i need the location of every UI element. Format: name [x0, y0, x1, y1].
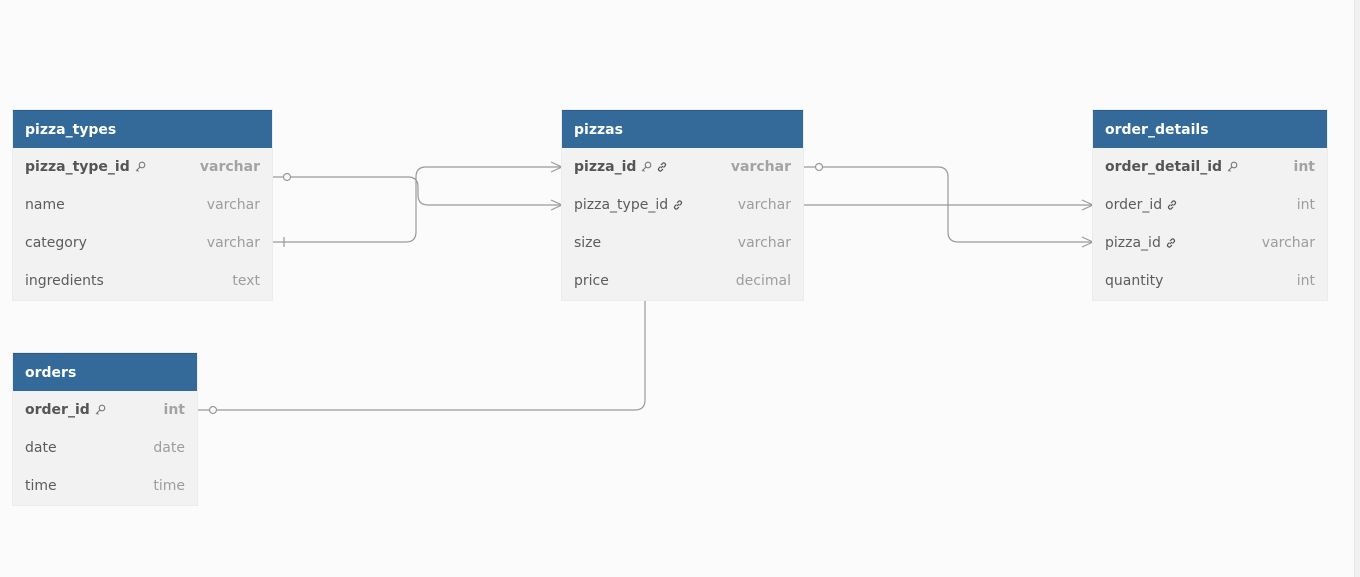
table-pizza-types[interactable]: pizza_types pizza_type_id varchar name v… — [13, 110, 272, 300]
column-name: time — [25, 478, 57, 494]
column-type: varchar — [730, 159, 791, 175]
relation-orders-to-pizzas — [198, 299, 646, 415]
table-header[interactable]: order_details — [1093, 110, 1327, 148]
column-type: varchar — [206, 235, 260, 251]
column-name: ingredients — [25, 273, 104, 289]
column-type: varchar — [206, 197, 260, 213]
table-row[interactable]: date date — [13, 429, 197, 467]
table-row[interactable]: order_id int — [13, 391, 197, 429]
column-name: pizza_type_id — [574, 197, 669, 213]
column-name: name — [25, 197, 65, 213]
table-pizzas[interactable]: pizzas pizza_id varchar pizza_type_id va… — [562, 110, 803, 300]
column-type: int — [163, 402, 185, 418]
table-row[interactable]: pizza_id varchar — [562, 148, 803, 186]
column-type: decimal — [735, 273, 791, 289]
column-type: varchar — [737, 197, 791, 213]
link-icon — [1166, 199, 1178, 211]
column-type: varchar — [737, 235, 791, 251]
table-row[interactable]: price decimal — [562, 262, 803, 300]
column-name: quantity — [1105, 273, 1164, 289]
column-type: time — [153, 478, 185, 494]
relation-category-to-pizzas — [272, 161, 563, 247]
link-icon — [1165, 237, 1177, 249]
table-row[interactable]: pizza_type_id varchar — [13, 148, 272, 186]
key-icon — [1226, 161, 1238, 173]
table-header[interactable]: pizzas — [562, 110, 803, 148]
column-type: date — [153, 440, 185, 456]
table-order-details[interactable]: order_details order_detail_id int order_… — [1093, 110, 1327, 300]
column-name: pizza_id — [574, 159, 637, 175]
column-name: pizza_id — [1105, 235, 1161, 251]
column-name: order_detail_id — [1105, 159, 1223, 175]
column-name: category — [25, 235, 87, 251]
table-row[interactable]: quantity int — [1093, 262, 1327, 300]
relation-pizza-type-to-pizzas — [272, 172, 563, 211]
table-orders[interactable]: orders order_id int date date time time — [13, 353, 197, 505]
table-header[interactable]: pizza_types — [13, 110, 272, 148]
column-name: date — [25, 440, 57, 456]
column-type: varchar — [199, 159, 260, 175]
table-row[interactable]: category varchar — [13, 224, 272, 262]
key-icon — [134, 161, 146, 173]
column-type: varchar — [1261, 235, 1315, 251]
column-name: size — [574, 235, 602, 251]
table-row[interactable]: order_id int — [1093, 186, 1327, 224]
canvas-scroll-edge — [1354, 0, 1360, 577]
link-icon — [672, 199, 684, 211]
table-row[interactable]: size varchar — [562, 224, 803, 262]
link-icon — [656, 161, 668, 173]
column-name: pizza_type_id — [25, 159, 130, 175]
table-row[interactable]: pizza_id varchar — [1093, 224, 1327, 262]
column-name: price — [574, 273, 609, 289]
table-row[interactable]: pizza_type_id varchar — [562, 186, 803, 224]
relation-to-order-details-order-id — [803, 199, 1094, 211]
key-icon — [640, 161, 652, 173]
key-icon — [94, 404, 106, 416]
table-row[interactable]: name varchar — [13, 186, 272, 224]
column-name: order_id — [25, 402, 90, 418]
table-row[interactable]: time time — [13, 467, 197, 505]
column-type: int — [1296, 197, 1315, 213]
table-header[interactable]: orders — [13, 353, 197, 391]
table-row[interactable]: order_detail_id int — [1093, 148, 1327, 186]
column-name: order_id — [1105, 197, 1163, 213]
column-type: text — [232, 273, 260, 289]
column-type: int — [1296, 273, 1315, 289]
table-row[interactable]: ingredients text — [13, 262, 272, 300]
column-type: int — [1293, 159, 1315, 175]
